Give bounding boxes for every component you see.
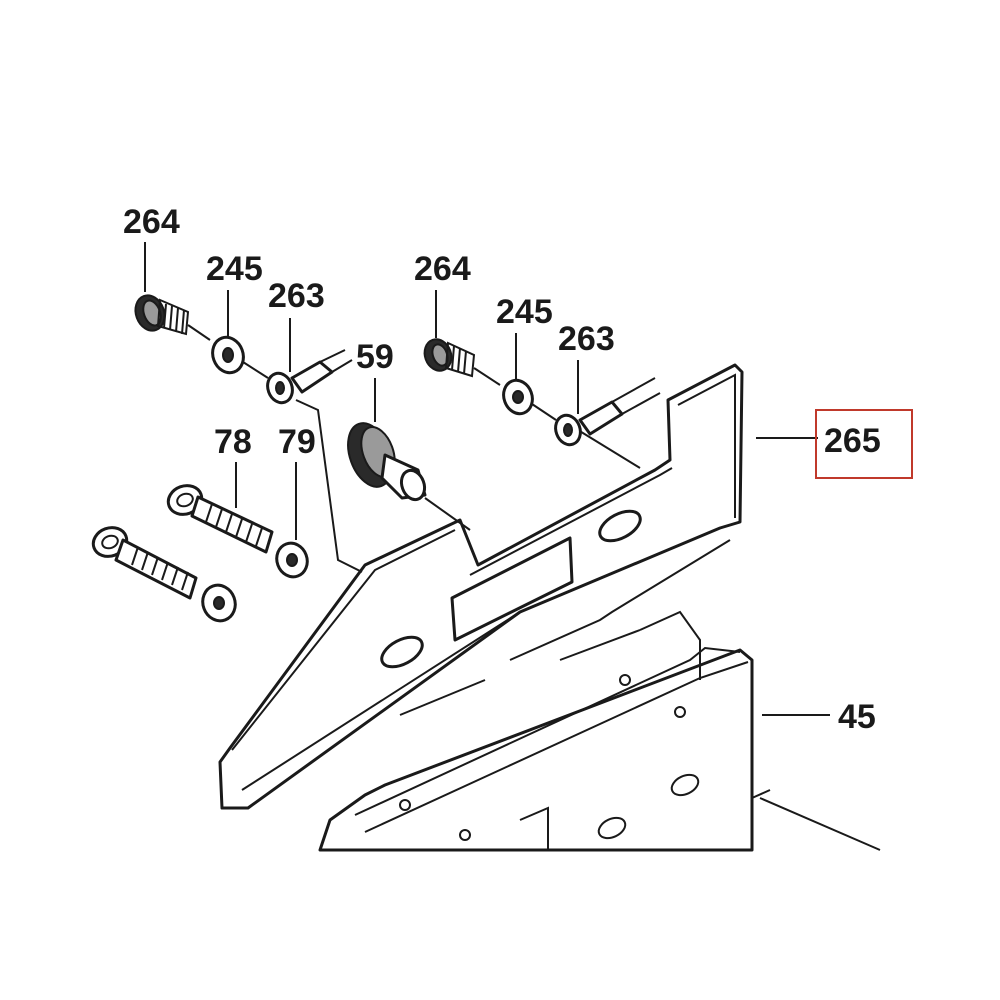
terminal-263-left (266, 349, 353, 405)
highlight-box-265 (815, 409, 913, 479)
base-rail-45 (318, 610, 881, 852)
guide-plate-265 (218, 363, 744, 810)
callout-265: 265 (824, 422, 881, 460)
washer-245-left (211, 335, 269, 379)
callout-45: 45 (838, 698, 876, 736)
leader-lines (144, 242, 830, 716)
callout-264-left: 264 (123, 203, 180, 241)
callout-264-right: 264 (414, 250, 471, 288)
callout-78: 78 (214, 423, 252, 461)
callout-263-left: 263 (268, 277, 325, 315)
callout-245-right: 245 (496, 293, 553, 331)
screw-264-left (134, 294, 211, 341)
knob-59 (347, 422, 471, 531)
washer-245-right (502, 378, 557, 421)
washer-lower (201, 583, 237, 623)
callout-79: 79 (278, 423, 316, 461)
terminal-263-right (554, 377, 661, 447)
washer-79 (275, 541, 309, 579)
callout-263-right: 263 (558, 320, 615, 358)
bolt-78 (166, 484, 274, 554)
bolt-lower (91, 526, 198, 600)
screw-264-right (423, 338, 501, 386)
callout-59: 59 (356, 338, 394, 376)
callout-245-left: 245 (206, 250, 263, 288)
